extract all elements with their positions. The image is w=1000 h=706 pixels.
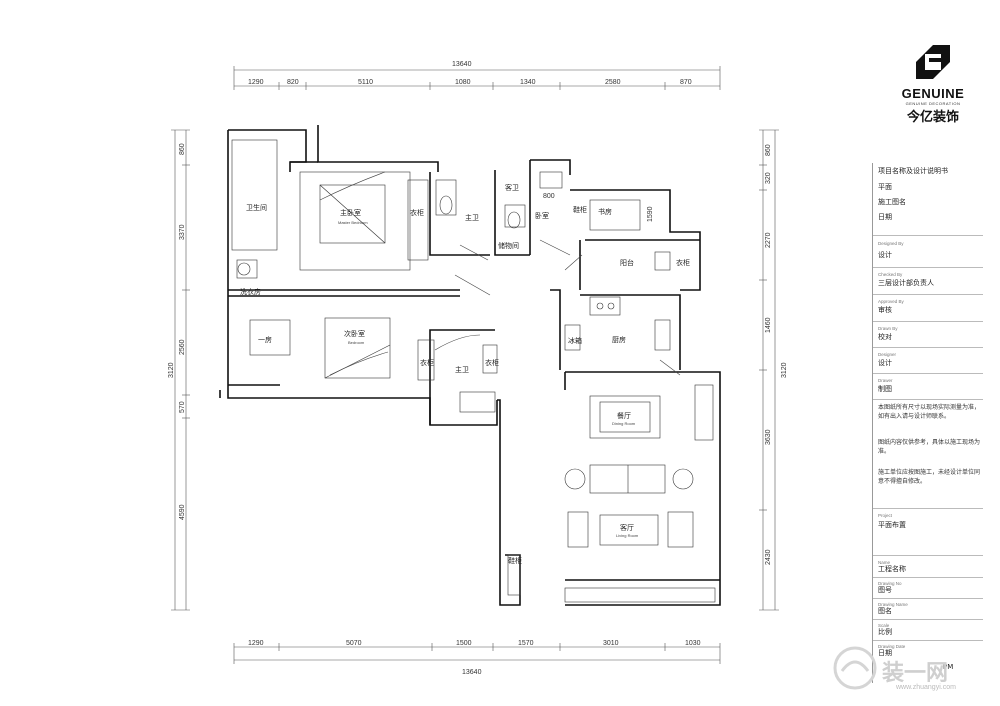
- dim-top: 870: [680, 79, 692, 86]
- field-value: 三层设计部负责人: [878, 279, 934, 287]
- dim-overall-left: 3120: [168, 362, 175, 378]
- brand-logo: GENUINE GENUINE DECORATION 今亿装饰: [888, 44, 978, 125]
- room-label: 主卫: [465, 213, 479, 222]
- watermark-url: www.zhuangyi.com: [896, 684, 956, 691]
- dim-inner: 800: [543, 193, 555, 200]
- dim-bottom: 1500: [456, 640, 472, 647]
- dim-bottom: 1570: [518, 640, 534, 647]
- title-block: 项目名称及设计说明书 平面 施工图名 日期 Designed By 设计 Che…: [872, 163, 983, 683]
- dim-top: 820: [287, 79, 299, 86]
- field-value: 制图: [878, 385, 892, 393]
- dim-right: 860: [765, 144, 772, 156]
- note: 图纸内容仅供参考，具体以施工现场为准。: [878, 439, 981, 455]
- room-label: 衣柜: [410, 208, 424, 217]
- dim-top: 1290: [248, 79, 264, 86]
- field-label: Drawing No: [878, 581, 902, 586]
- room-label: 衣柜: [420, 358, 434, 367]
- dim-bottom: 1030: [685, 640, 701, 647]
- brand-sub: GENUINE DECORATION: [905, 101, 961, 106]
- field-label: Drawn By: [878, 326, 898, 331]
- room-label: 储物间: [498, 241, 519, 250]
- dim-overall-right: 3120: [781, 362, 788, 378]
- room-label: 客厅: [620, 523, 634, 532]
- room-label-sub: Living Room: [616, 533, 639, 538]
- dim-left: 3370: [179, 224, 186, 240]
- dim-bottom: 5070: [346, 640, 362, 647]
- field-label: Drawing Name: [878, 602, 908, 607]
- dim-top: 2580: [605, 79, 621, 86]
- room-label: 衣柜: [676, 258, 690, 267]
- dim-right: 320: [765, 172, 772, 184]
- room-label: 书房: [598, 207, 612, 216]
- field-value: 日期: [878, 649, 892, 657]
- watermark: 装一网 www.zhuangyi.com: [830, 643, 990, 699]
- field-value: 平面布置: [878, 521, 906, 529]
- room-label: 卧室: [535, 211, 549, 220]
- dim-bottom: 3010: [603, 640, 619, 647]
- room-label: 卫生间: [246, 203, 267, 212]
- dim-inner: 1590: [647, 206, 654, 222]
- field-label: Drawer: [878, 378, 893, 383]
- field-label: Checked By: [878, 272, 903, 277]
- room-label: 冰箱: [568, 336, 582, 345]
- dim-left: 570: [179, 401, 186, 413]
- field-value: 审核: [878, 306, 892, 314]
- field-value: 校对: [878, 333, 892, 341]
- field-value: 设计: [878, 251, 892, 259]
- note: 施工单位应按图施工，未经设计单位同意不得擅自修改。: [878, 469, 981, 485]
- title-item: 施工图名: [878, 198, 906, 206]
- room-label: 主卧室: [340, 208, 361, 217]
- dim-left: 4590: [179, 504, 186, 520]
- room-label: 鞋柜: [508, 556, 522, 565]
- title-item: 平面: [878, 183, 892, 191]
- field-value: 比例: [878, 628, 892, 636]
- field-label: Designed By: [878, 241, 904, 246]
- room-label-sub: Master Bedroom: [338, 220, 368, 225]
- room-label: 次卧室: [344, 329, 365, 338]
- brand-cn: 今亿装饰: [906, 110, 959, 125]
- dim-overall-top: 13640: [452, 61, 472, 68]
- field-label: Name: [878, 560, 891, 565]
- watermark-text: 装一网: [882, 661, 949, 686]
- field-value: 工程名称: [878, 565, 906, 573]
- room-label: 客卫: [505, 183, 519, 192]
- dim-top: 1340: [520, 79, 536, 86]
- room-label-sub: Bedroom: [348, 340, 365, 345]
- field-label: Designer: [878, 352, 897, 357]
- room-label: 一房: [258, 335, 272, 344]
- room-label: 鞋柜: [573, 205, 587, 214]
- dim-right: 2430: [765, 549, 772, 565]
- field-label: Approved By: [878, 299, 904, 304]
- dim-top: 1080: [455, 79, 471, 86]
- dim-overall-bottom: 13640: [462, 669, 482, 676]
- dim-top: 5110: [358, 79, 373, 86]
- room-label: 衣柜: [485, 358, 499, 367]
- room-label-sub: Dining Room: [612, 421, 636, 426]
- room-label: 阳台: [620, 258, 634, 267]
- dim-right: 1460: [765, 317, 772, 333]
- title-item: 日期: [878, 213, 892, 221]
- note: 本图纸所有尺寸以现场实际测量为准，如有出入请与设计师联系。: [878, 404, 981, 420]
- room-label: 餐厅: [617, 411, 631, 420]
- field-value: 设计: [878, 359, 892, 367]
- watermark-logo-icon: [833, 646, 877, 690]
- dim-left: 2560: [179, 339, 186, 355]
- project-title: 项目名称及设计说明书: [878, 167, 948, 175]
- room-label: 厨房: [612, 335, 626, 344]
- dim-right: 2270: [765, 232, 772, 248]
- room-label: 洗衣房: [240, 287, 261, 296]
- room-label: 主卫: [455, 365, 469, 374]
- field-label: Project: [878, 513, 893, 518]
- logo-mark-icon: [916, 45, 950, 79]
- dim-bottom: 1290: [248, 640, 264, 647]
- brand-name: GENUINE: [901, 86, 965, 101]
- field-label: Scale: [878, 623, 890, 628]
- field-label: Drawing Date: [878, 644, 906, 649]
- field-value: 图名: [878, 607, 892, 615]
- dim-left: 860: [179, 143, 186, 155]
- dim-right: 3630: [765, 429, 772, 445]
- field-value: 图号: [878, 586, 892, 594]
- footer-pm: PM: [943, 663, 954, 671]
